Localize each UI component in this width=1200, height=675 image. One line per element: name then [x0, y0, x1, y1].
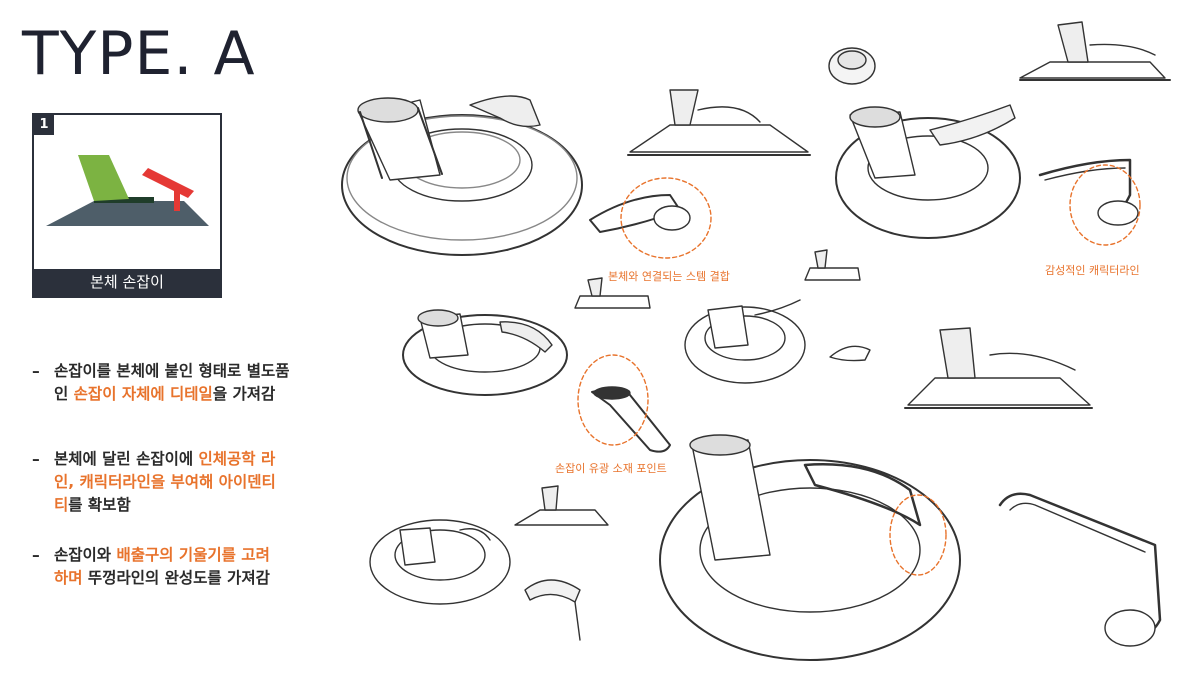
bullet-line: 인 손잡이 자체에 디테일을 가져감 [32, 383, 332, 406]
bullet-highlight: 티 [54, 496, 69, 514]
sketch-area [341, 21, 1171, 661]
concept-diagram [46, 155, 209, 226]
bullet-line: 본체에 달린 손잡이에 인체공학 라 [32, 448, 332, 471]
bullet-line: 손잡이를 본체에 붙인 형태로 별도품 [32, 360, 332, 383]
sketch-suction-cup-center [684, 299, 806, 384]
sketch-small-cap [828, 47, 876, 85]
sketch-suction-cup-lower-left [369, 519, 511, 605]
bullet-highlight: 손잡이 자체에 디테일 [73, 385, 213, 403]
sketch-curved-handle [524, 579, 581, 641]
sketch-side-profile [627, 89, 811, 156]
card-number-badge: 1 [34, 115, 54, 135]
sketch-suction-cup-bottom-large [659, 434, 961, 661]
bullet-text: 를 확보함 [68, 496, 131, 514]
sketch-side-view-lower-left [514, 485, 609, 526]
sketch-suction-cup-right [835, 104, 1021, 239]
bullet-item: – 손잡이를 본체에 붙인 형태로 별도품 인 손잡이 자체에 디테일을 가져감 [32, 360, 332, 406]
bullet-line: 티를 확보함 [32, 494, 332, 517]
callout-character-line: 감성적인 캐릭터라인 [1045, 264, 1140, 277]
bullet-line: 하며 뚜껑라인의 완성도를 가져감 [32, 567, 332, 590]
bullet-line: 인, 캐릭터라인을 부여해 아이덴티 [32, 471, 332, 494]
bullet-text: 뚜껑라인의 완성도를 가져감 [82, 569, 270, 587]
sketch-side-view-top-right [1019, 21, 1171, 81]
sketch-side-view-mid-right [904, 327, 1093, 409]
sketch-character-handle [1038, 158, 1141, 246]
bullet-text: 손잡이를 본체에 붙인 형태로 별도품 [54, 362, 290, 380]
bullet-dash: – [32, 362, 40, 380]
sketch-suction-cup-mid-left [402, 309, 568, 396]
bullet-item: – 본체에 달린 손잡이에 인체공학 라 인, 캐릭터라인을 부여해 아이덴티 … [32, 448, 332, 517]
bullet-text: 인 [54, 385, 74, 403]
sketch-gloss-handle [577, 354, 671, 453]
concept-card: 1 본체 손잡이 [32, 113, 222, 298]
callout-stem-joint: 본체와 연결되는 스템 결합 [608, 270, 730, 283]
green-stem-shape [78, 155, 129, 201]
red-handle-leg [174, 191, 180, 211]
sketch-suction-cup-large [341, 95, 583, 256]
sketch-handle-detail [589, 177, 712, 259]
bullet-highlight: 하며 [54, 569, 83, 587]
callout-gloss-point: 손잡이 유광 소재 포인트 [555, 462, 667, 475]
sketch-small-side-views [574, 249, 871, 362]
page-title: TYPE. A [22, 19, 256, 89]
joint-shape [94, 197, 154, 203]
bullet-line: 손잡이와 배출구의 기울기를 고려 [32, 544, 332, 567]
bullet-text: 본체에 달린 손잡이에 [54, 450, 199, 468]
bullet-dash: – [32, 450, 40, 468]
bullet-text: 을 가져감 [212, 385, 276, 403]
bullet-item: – 손잡이와 배출구의 기울기를 고려 하며 뚜껑라인의 완성도를 가져감 [32, 544, 332, 590]
card-caption: 본체 손잡이 [34, 269, 220, 296]
bullet-highlight: 배출구의 기울기를 고려 [116, 546, 270, 564]
sketch-clip-handle [998, 492, 1162, 647]
bullet-text: 손잡이와 [54, 546, 117, 564]
bullet-highlight: 인체공학 라 [198, 450, 276, 468]
body-base-shape [46, 201, 209, 226]
bullet-highlight: 인, 캐릭터라인을 부여해 아이덴티 [54, 473, 276, 491]
red-handle-shape [142, 168, 194, 198]
bullet-dash: – [32, 546, 40, 564]
